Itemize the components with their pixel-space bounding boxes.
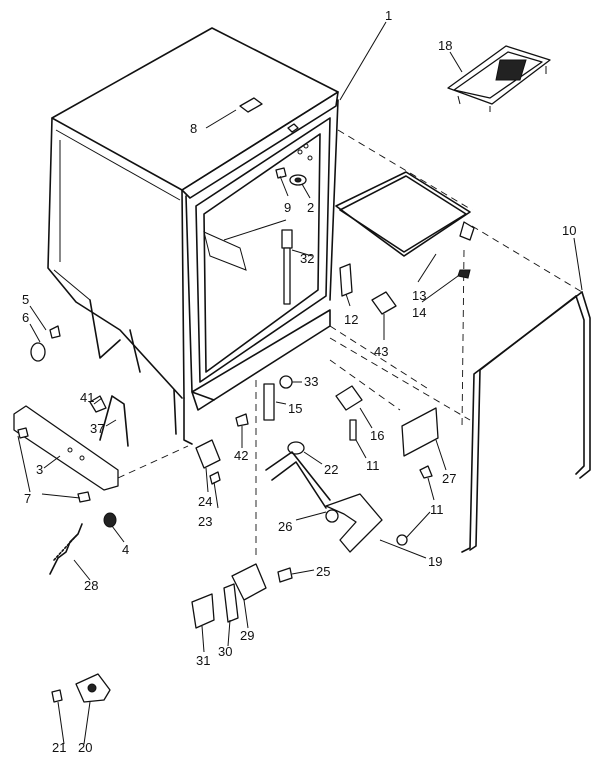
callout-14: 14 [412,305,426,320]
callout-25: 25 [316,564,330,579]
callout-27: 27 [442,471,456,486]
callout-31: 31 [196,653,210,668]
callout-41: 41 [80,390,94,405]
callout-7: 7 [24,491,31,506]
part-13-wire-rack [335,171,475,279]
callout-3: 3 [36,462,43,477]
part-10-door-gasket [461,291,591,553]
callout-21: 21 [52,740,66,755]
callout-26: 26 [278,519,292,534]
callout-18: 18 [438,38,452,53]
callout-15: 15 [288,401,302,416]
callout-42: 42 [234,448,248,463]
callout-numbers: 1 2 3 4 5 6 7 8 9 10 11 11 12 13 14 15 1… [22,8,576,755]
callout-8: 8 [190,121,197,136]
callout-10: 10 [562,223,576,238]
parts-left [13,325,129,575]
callout-28: 28 [84,578,98,593]
callout-37: 37 [90,421,104,436]
part-18-rack-guide [447,45,551,112]
callout-33: 33 [304,374,318,389]
leader-lines [17,21,583,745]
callout-4: 4 [122,542,129,557]
callout-1: 1 [385,8,392,23]
alignment-lines [117,129,583,560]
callout-5: 5 [22,292,29,307]
callout-29: 29 [240,628,254,643]
callout-11a: 11 [366,458,380,473]
callout-9: 9 [284,200,291,215]
callout-22: 22 [324,462,338,477]
parts-tub-interior [195,167,439,553]
callout-43: 43 [374,344,388,359]
callout-32: 32 [300,251,314,266]
callout-11b: 11 [430,502,444,517]
callout-24: 24 [198,494,212,509]
callout-13: 13 [412,288,426,303]
callout-23: 23 [198,514,212,529]
callout-6: 6 [22,310,29,325]
callout-30: 30 [218,644,232,659]
callout-20: 20 [78,740,92,755]
parts-bottom [51,563,293,703]
callout-19: 19 [428,554,442,569]
callout-2: 2 [307,200,314,215]
callout-16: 16 [370,428,384,443]
callout-12: 12 [344,312,358,327]
